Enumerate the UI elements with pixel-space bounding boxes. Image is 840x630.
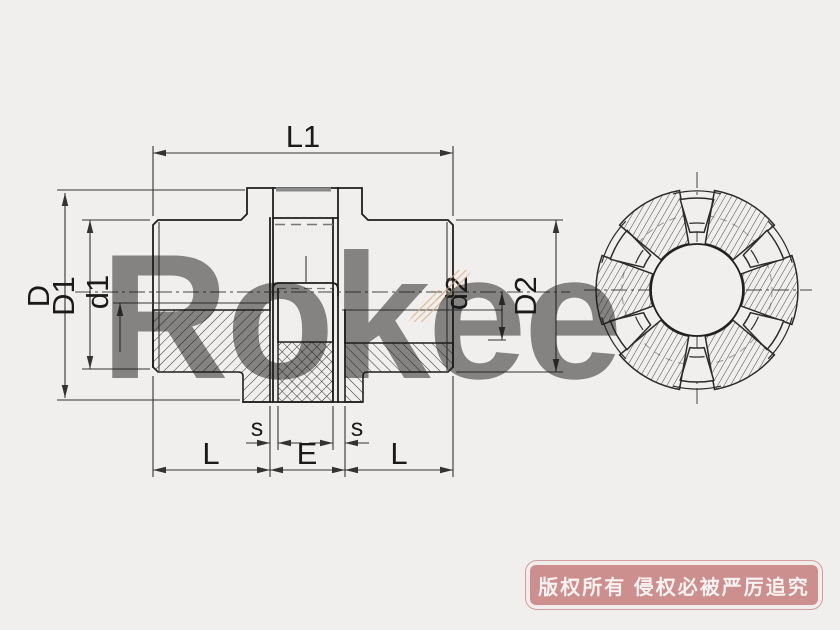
spider-lobe [618, 189, 690, 261]
spider-slot-detail [767, 220, 793, 263]
spider-bore-circle [650, 243, 744, 337]
dim-label-s-left: s [251, 414, 264, 442]
watermark-text: Rokee [100, 217, 619, 416]
copyright-banner: 版权所有 侵权必被严厉追究 [525, 560, 823, 610]
spider-slot-detail [635, 316, 644, 331]
section-view [75, 187, 570, 403]
dimension-layer: L1 D D1 d1 d2 D2 s s L E L [21, 119, 563, 477]
spider-slot-detail [635, 249, 644, 264]
watermark-accent-shape-2 [436, 270, 472, 300]
spider-slot-detail [750, 249, 759, 264]
spider-lobes-and-slots [595, 189, 799, 391]
dim-label-L1: L1 [286, 119, 320, 154]
spider-lobe [704, 189, 776, 261]
copyright-banner-box: 版权所有 侵权必被严厉追究 [528, 563, 820, 607]
dim-label-D1: D1 [46, 276, 81, 316]
spider-lobe [618, 319, 690, 391]
spider-lobe [740, 254, 799, 326]
spider-lobe [704, 319, 776, 391]
dim-label-D: D [21, 285, 56, 307]
watermark: Rokee [100, 217, 622, 416]
spider-slot-detail [750, 316, 759, 331]
spider-front-view [584, 172, 812, 408]
dim-label-s-right: s [351, 414, 364, 442]
dim-label-L-right: L [390, 436, 407, 471]
dim-label-D2: D2 [508, 276, 543, 316]
dim-label-E: E [297, 436, 318, 471]
dim-label-d1: d1 [80, 275, 115, 309]
spider-slot-detail [742, 229, 785, 269]
dim-label-L-left: L [202, 436, 219, 471]
spider-lobe [595, 254, 654, 326]
right-hub-section-hatch [344, 342, 454, 403]
copyright-text: 版权所有 侵权必被严厉追究 [538, 576, 810, 599]
